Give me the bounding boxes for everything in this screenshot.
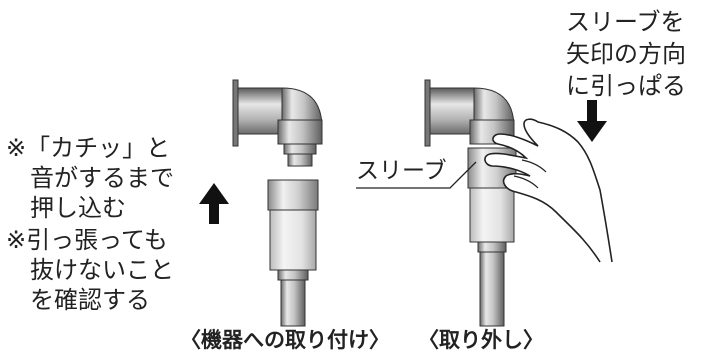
plug-ring	[283, 143, 317, 155]
note-check-line1: ※引っ張っても	[6, 226, 168, 254]
note-attach-line1: ※「カチッ」と	[6, 134, 171, 162]
wall-plate	[424, 79, 431, 147]
hand-outline	[484, 118, 613, 263]
socket-collar	[277, 269, 309, 281]
finger-line	[521, 159, 547, 173]
instruction-line2: 矢印の方向	[566, 40, 686, 68]
note-attach-line3: 押し込む	[30, 194, 126, 222]
up-arrow-icon	[199, 183, 229, 224]
elbow-arm	[237, 87, 283, 135]
sleeve-leader-line	[356, 161, 477, 189]
socket-body	[469, 187, 515, 243]
hose	[280, 279, 306, 327]
plug-tip	[287, 153, 313, 167]
attach-figure	[232, 79, 323, 327]
socket-sleeve	[267, 179, 319, 211]
elbow-down	[277, 119, 323, 145]
hose	[479, 251, 505, 327]
socket-collar	[477, 241, 507, 253]
down-arrow-icon	[577, 100, 607, 142]
note-attach-line2: 音がするまで	[30, 164, 174, 192]
note-check-line2: 抜けないこと	[30, 256, 174, 284]
caption-remove: 〈取り外し〉	[418, 328, 544, 352]
note-check-line3: を確認する	[30, 286, 150, 314]
socket-body	[269, 209, 317, 271]
finger-line	[513, 175, 539, 189]
elbow-down	[469, 119, 515, 145]
instruction-line3: に引っぱる	[566, 72, 686, 100]
elbow-arm	[429, 87, 475, 135]
instruction-line1: スリーブを	[566, 8, 685, 36]
caption-attach: 〈機器への取り付け〉	[180, 328, 390, 352]
wall-plate	[232, 79, 239, 147]
sleeve-label: スリーブ	[356, 158, 447, 184]
remove-figure	[424, 79, 613, 327]
